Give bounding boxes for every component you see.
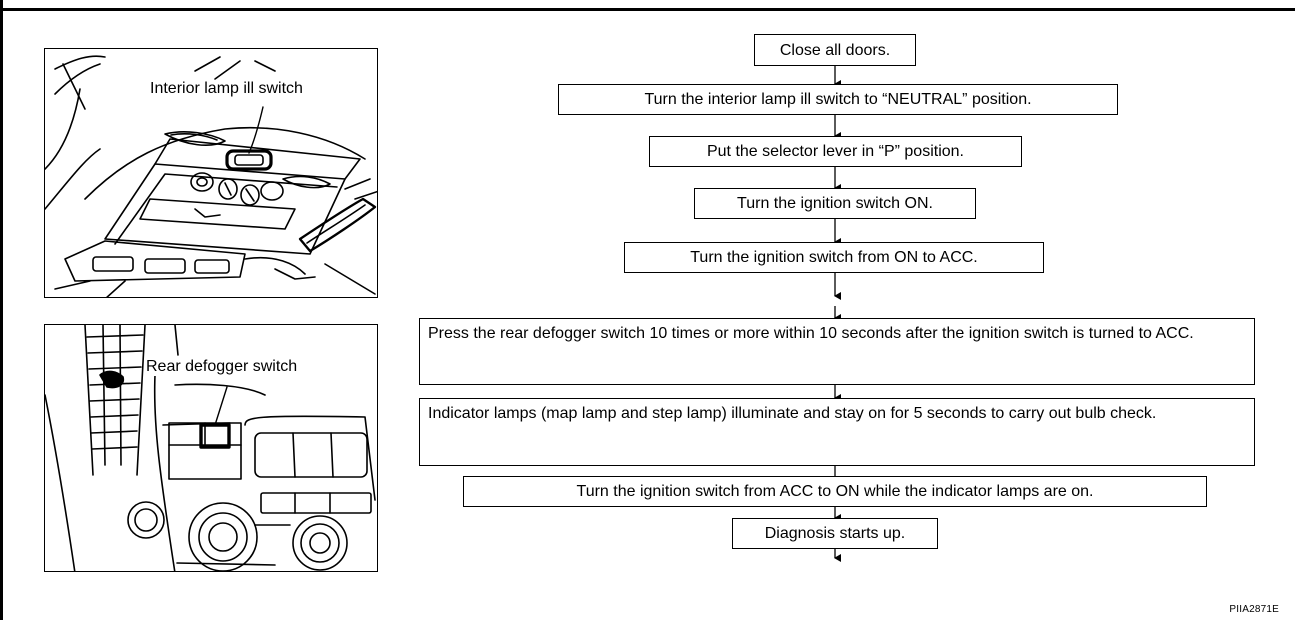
interior-lamp-illustration: Interior lamp ill switch bbox=[44, 48, 378, 298]
figure-code: PIIA2871E bbox=[1229, 604, 1279, 615]
dashboard-drawing bbox=[45, 325, 376, 571]
rear-defogger-illustration: Rear defogger switch bbox=[44, 324, 378, 572]
step-interior-lamp-neutral: Turn the interior lamp ill switch to “NE… bbox=[558, 84, 1118, 115]
overhead-console-drawing bbox=[45, 55, 377, 297]
step-ignition-on-to-acc: Turn the ignition switch from ON to ACC. bbox=[624, 242, 1044, 273]
step-press-rear-defogger: Press the rear defogger switch 10 times … bbox=[419, 318, 1255, 385]
step-ignition-on: Turn the ignition switch ON. bbox=[694, 188, 976, 219]
frame-tick bbox=[0, 0, 3, 10]
step-close-doors: Close all doors. bbox=[754, 34, 916, 66]
frame-top-border bbox=[0, 8, 1295, 11]
step-ignition-acc-to-on: Turn the ignition switch from ACC to ON … bbox=[463, 476, 1207, 507]
step-indicator-lamps-bulb-check: Indicator lamps (map lamp and step lamp)… bbox=[419, 398, 1255, 466]
step-selector-lever-p: Put the selector lever in “P” position. bbox=[649, 136, 1022, 167]
frame-left-border bbox=[0, 8, 3, 620]
step-diagnosis-starts: Diagnosis starts up. bbox=[732, 518, 938, 549]
rear-defogger-switch-label: Rear defogger switch bbox=[145, 358, 299, 376]
interior-lamp-switch-label: Interior lamp ill switch bbox=[149, 80, 304, 98]
